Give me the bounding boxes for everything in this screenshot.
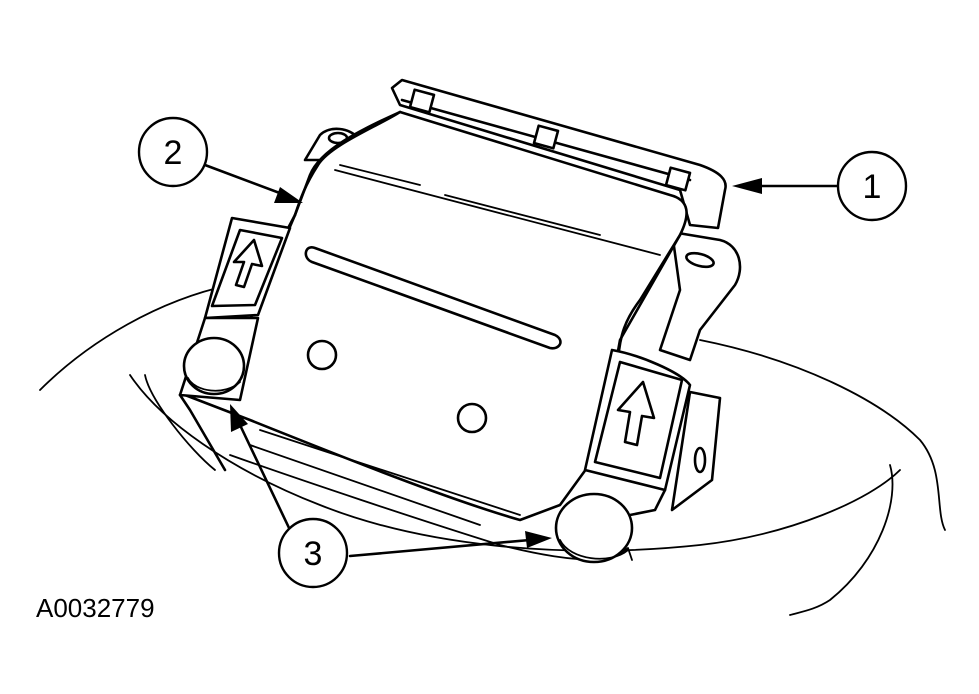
callout-1-label: 1 — [863, 168, 882, 206]
bolt-icon — [554, 492, 634, 564]
bolt-icon — [182, 336, 246, 396]
airbag-module-body — [183, 110, 688, 561]
right-mount-bracket — [583, 348, 722, 517]
up-arrow-icon — [232, 238, 264, 289]
figure-id: A0032779 — [36, 593, 155, 623]
connector-plate — [390, 78, 727, 230]
rear-mount-tabs — [303, 127, 742, 362]
callout-2: 2 — [137, 116, 209, 188]
callout-3: 3 — [277, 517, 349, 589]
up-arrow-icon — [616, 380, 656, 447]
bolt-right — [554, 492, 634, 564]
callout-1: 1 — [836, 150, 908, 222]
callout-3-label: 3 — [304, 535, 323, 573]
callout-2-label: 2 — [164, 134, 183, 172]
leader-lines — [203, 163, 840, 558]
bolt-left — [182, 336, 246, 396]
